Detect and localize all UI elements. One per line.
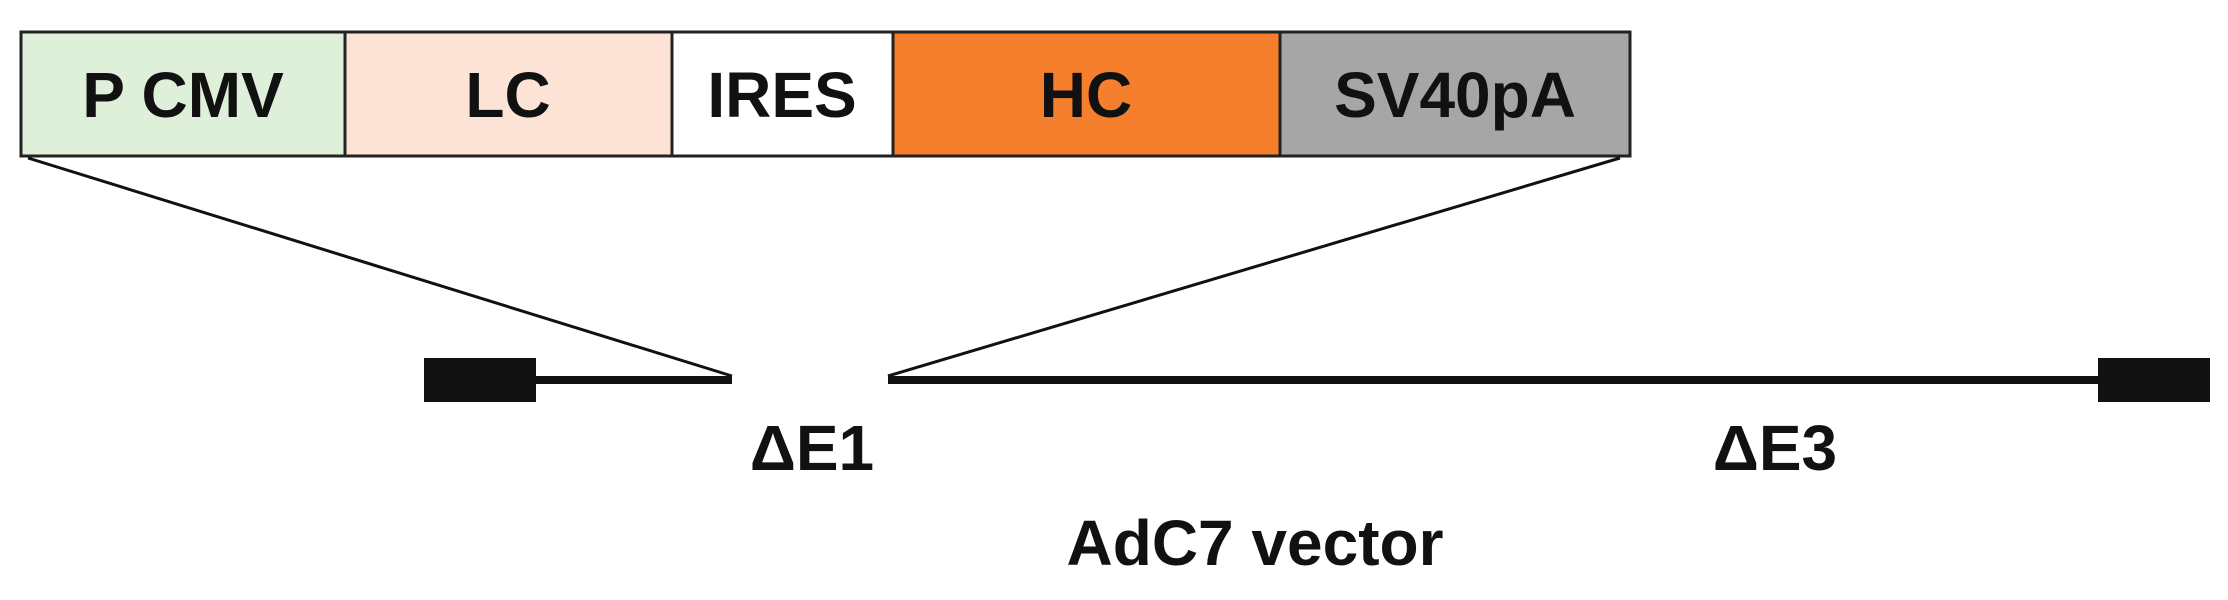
cassette-segment-ires (670, 30, 895, 158)
adenovirus-genome (424, 358, 2210, 402)
vector-name-label: AdC7 vector (1067, 507, 1444, 579)
insertion-line-right (887, 156, 1621, 378)
insertion-line-left (27, 156, 733, 378)
delta-e3-label: ΔE3 (1713, 412, 1837, 484)
sv40pa-label: SV40pA (1334, 59, 1576, 131)
cassette-segment-pcmv (19, 30, 347, 158)
lc-label: LC (465, 59, 550, 131)
delta-e1-label: ΔE1 (750, 412, 874, 484)
expression-cassette: P CMV LC IRES HC SV40pA (19, 30, 1632, 158)
left-itr-block (424, 358, 536, 402)
pcmv-label: P CMV (82, 59, 284, 131)
cassette-segment-hc (891, 30, 1282, 158)
hc-label: HC (1040, 59, 1132, 131)
right-itr-block (2098, 358, 2210, 402)
cassette-segment-lc (343, 30, 674, 158)
ires-label: IRES (707, 59, 856, 131)
cassette-segment-sv40pa (1278, 30, 1632, 158)
